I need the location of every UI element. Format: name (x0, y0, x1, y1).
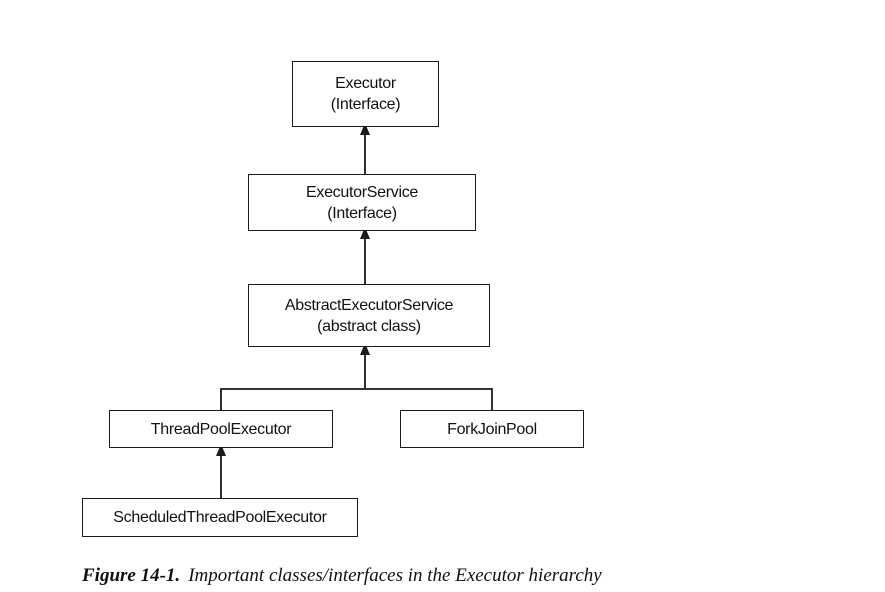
node-abstract-executor-service-name: AbstractExecutorService (284, 296, 454, 314)
node-thread-pool-executor: ThreadPoolExecutor (109, 410, 333, 448)
node-executor-name: Executor (335, 75, 396, 92)
node-scheduled-thread-pool-executor: ScheduledThreadPoolExecutor (82, 498, 358, 537)
figure-caption-label: Figure 14-1. (82, 565, 181, 586)
node-executor: Executor (Interface) (292, 61, 439, 127)
node-abstract-executor-service: AbstractExecutorService (abstract class) (248, 284, 490, 347)
node-executor-service: ExecutorService (Interface) (248, 174, 476, 231)
figure-caption: Figure 14-1. Important classes/interfaces… (82, 565, 602, 587)
node-thread-pool-executor-name: ThreadPoolExecutor (150, 420, 292, 438)
node-executor-kind: (Interface) (330, 96, 401, 113)
node-executor-service-name: ExecutorService (306, 183, 418, 201)
node-fork-join-pool: ForkJoinPool (400, 410, 584, 448)
edge-threadpool-branch (220, 388, 365, 410)
node-scheduled-thread-pool-executor-name: ScheduledThreadPoolExecutor (113, 509, 327, 526)
edge-forkjoin-branch (365, 388, 493, 410)
node-executor-service-kind: (Interface) (327, 204, 397, 222)
node-fork-join-pool-name: ForkJoinPool (447, 420, 537, 438)
node-abstract-executor-service-kind: (abstract class) (317, 317, 421, 335)
figure-caption-text: Important classes/interfaces in the Exec… (188, 565, 602, 586)
